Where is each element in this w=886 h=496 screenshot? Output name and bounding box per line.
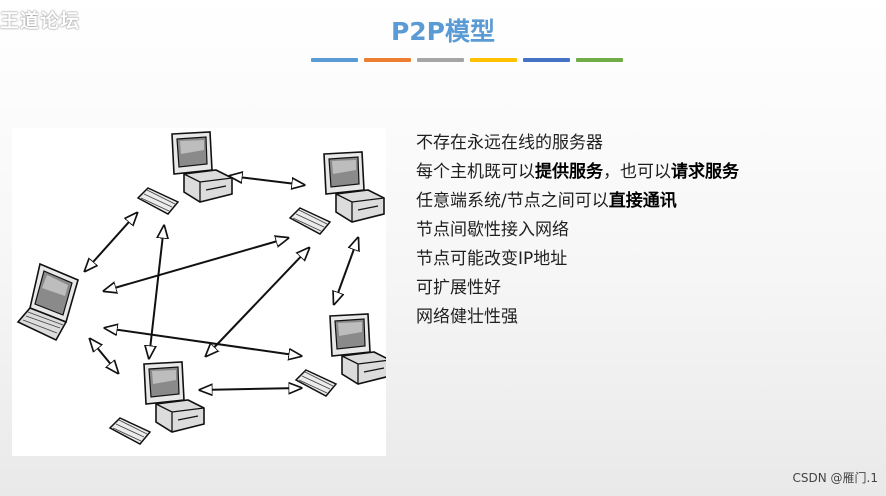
slide-title: P2P模型 [390,17,496,46]
bullet-item: 每个主机既可以提供服务，也可以请求服务 [416,159,739,185]
accent-segment-5 [576,58,623,62]
bullet-item: 可扩展性好 [416,275,739,301]
bullet-emphasis: 提供服务 [535,162,603,182]
bullet-text: 不存在永远在线的服务器 [416,133,603,153]
accent-segment-2 [417,58,464,62]
bullet-item: 不存在永远在线的服务器 [416,130,739,156]
bullet-item: 网络健壮性强 [416,304,739,330]
bullet-text: 网络健壮性强 [416,307,518,327]
accent-color-bar [311,58,623,62]
bullet-list: 不存在永远在线的服务器每个主机既可以提供服务，也可以请求服务任意端系统/节点之间… [416,130,739,333]
p2p-network-diagram [12,128,386,456]
right-bottom-desktop-computer [295,313,386,397]
bullet-emphasis: 直接通讯 [608,191,677,211]
bullet-text: 任意端系统/节点之间可以 [416,191,609,211]
accent-segment-1 [364,58,411,62]
bottom-desktop-computer [109,361,205,445]
bullet-emphasis: 请求服务 [671,162,739,182]
connection-links [85,176,358,390]
accent-segment-3 [470,58,517,62]
left-laptop-computer [17,263,79,341]
bullet-text: 节点可能改变IP地址 [416,249,568,269]
csdn-footer: CSDN @雁门.1 [792,471,878,485]
bullet-text: ，也可以 [603,162,671,182]
accent-segment-0 [311,58,358,62]
bullet-item: 节点可能改变IP地址 [416,246,739,272]
bullet-text: 每个主机既可以 [416,162,535,182]
watermark: 王道论坛 [0,10,81,32]
right-top-desktop-computer [289,151,385,235]
bullet-text: 节点间歇性接入网络 [416,220,569,240]
top-desktop-computer [137,131,233,215]
bullet-text: 可扩展性好 [416,278,501,298]
accent-segment-4 [523,58,570,62]
p2p-network-svg [17,131,386,445]
bullet-item: 任意端系统/节点之间可以直接通讯 [416,188,739,214]
bullet-item: 节点间歇性接入网络 [416,217,739,243]
